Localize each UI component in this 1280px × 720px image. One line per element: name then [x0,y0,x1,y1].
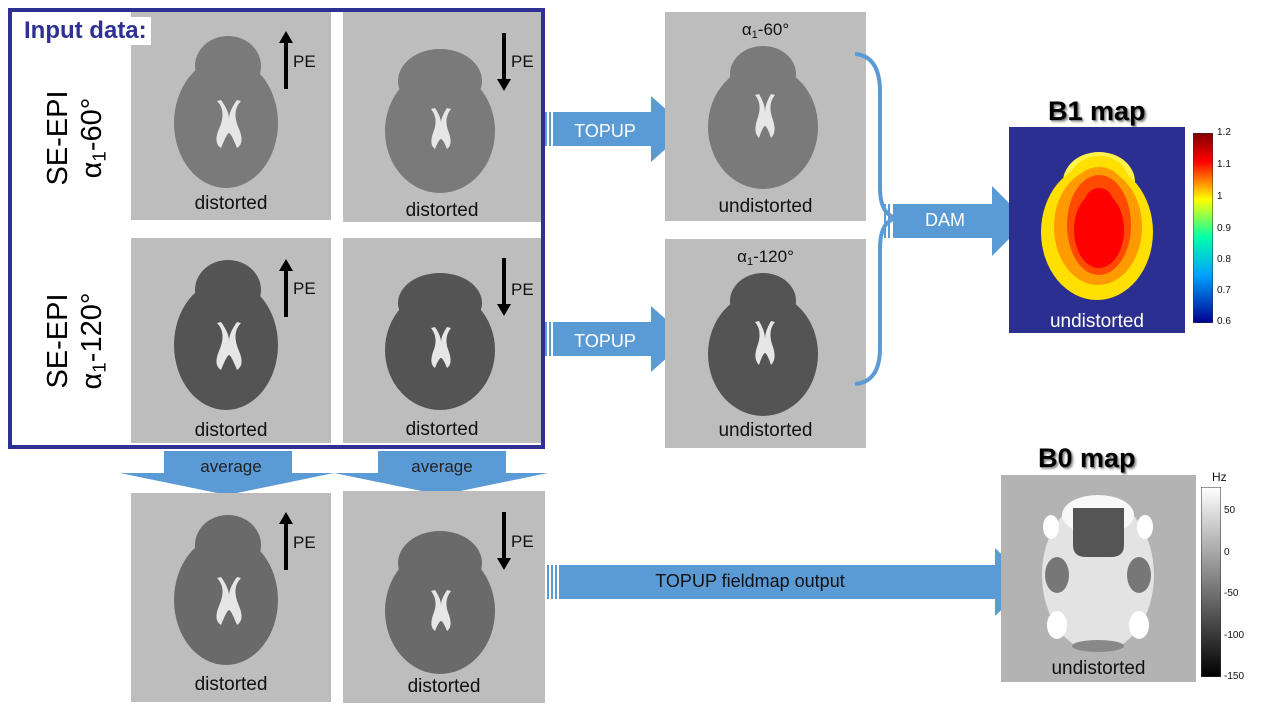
average-arrow-left [120,451,334,495]
b1-colorbar-tick: 0.7 [1217,285,1231,296]
panel-caption: distorted [194,420,268,441]
row-label-120-sequence: SE-EPI [42,293,74,389]
b0-colorbar-tick: -150 [1224,671,1245,682]
b1-colorbar-tick: 1 [1217,191,1223,202]
panel-caption: distorted [405,419,479,440]
undistorted-panel-60: α1-60° undistorted [665,12,866,221]
pe-label: PE [511,532,534,551]
panel-caption: distorted [405,200,479,221]
b1-heatmap [1041,152,1153,300]
head-image [174,260,278,410]
panel-caption: undistorted [718,196,813,217]
alpha-symbol: α [741,20,752,39]
b1-map-image: undistorted [1009,127,1185,333]
row-label-120-angle: α1-120° [75,261,117,421]
pe-down-arrow-icon [497,258,511,316]
b1-colorbar-tick: 1.1 [1217,159,1231,170]
b0-fieldmap [1042,495,1154,652]
b1-colorbar-tick: 0.9 [1217,223,1231,234]
head-image [708,273,818,416]
topup-label: TOPUP [574,121,636,141]
average-label: average [411,457,473,476]
pe-label: PE [293,533,316,552]
row-label-60-sequence: SE-EPI [42,90,74,186]
fieldmap-arrow [547,548,1031,616]
alpha-symbol: α [76,372,108,390]
image-panel-120-pe-up: distorted [131,238,331,443]
b0-map-title: B0 map [1038,443,1136,473]
panel-caption: undistorted [718,420,813,441]
b1-colorbar-tick: 0.6 [1217,316,1231,327]
b1-colorbar-tick: 1.2 [1217,127,1231,138]
image-panel-60-pe-down: distorted [343,11,541,222]
row-label-60: SE-EPI α1-60° [41,58,113,218]
angle-value: -60° [757,20,790,39]
pe-up-arrow-icon [279,31,293,89]
pe-up-arrow-icon [279,512,293,570]
panel-caption: distorted [194,674,268,695]
topup-arrow-60 [545,96,688,162]
head-image [174,36,278,188]
b1-map-title: B1 map [1048,96,1146,126]
pe-label: PE [511,52,534,71]
dam-arrow [884,186,1027,256]
pe-label: PE [293,279,316,298]
dam-label: DAM [925,210,965,230]
alpha-subscript: 1 [88,151,110,162]
undistorted-panel-120: α1-120° undistorted [665,239,866,448]
pe-label: PE [293,52,316,71]
row-label-60-angle: α1-60° [75,58,117,218]
b0-colorbar-tick: 50 [1224,505,1236,516]
b0-colorbar-tick: -100 [1224,630,1245,641]
undistorted-title-120: α1-120° [665,247,866,268]
head-image [708,46,818,189]
alpha-symbol: α [737,247,747,266]
average-arrow-right [334,451,548,495]
image-panel-60-pe-up: distorted [131,11,331,220]
panel-caption: undistorted [1049,311,1144,332]
alpha-symbol: α [76,161,108,179]
panel-caption: distorted [407,676,481,697]
head-image [385,49,495,193]
pe-up-arrow-icon [279,259,293,317]
b0-map-image: undistorted [1001,475,1196,682]
row-label-120: SE-EPI α1-120° [41,261,113,421]
panel-caption: undistorted [1051,658,1146,679]
head-image [174,515,278,665]
angle-value: -120° [76,292,108,363]
pe-down-arrow-icon [497,512,511,570]
average-label: average [200,457,262,476]
alpha-subscript: 1 [746,256,754,268]
pe-label: PE [511,280,534,299]
alpha-subscript: 1 [88,362,110,373]
topup-arrow-120 [545,306,688,372]
panel-caption: distorted [194,193,268,214]
topup-label: TOPUP [574,331,636,351]
averaged-panel-pe-down: distorted [343,491,545,703]
b0-colorbar-tick: -50 [1224,588,1239,599]
angle-value: -60° [76,97,108,152]
averaged-panel-pe-up: distorted [131,493,331,702]
b1-colorbar [1193,133,1213,323]
image-panel-120-pe-down: distorted [343,238,541,443]
alpha-subscript: 1 [751,29,758,41]
fieldmap-label: TOPUP fieldmap output [655,571,845,591]
pe-down-arrow-icon [497,33,511,91]
undistorted-title-60: α1-60° [665,20,866,41]
b0-colorbar [1201,487,1221,677]
input-data-box [8,8,545,449]
angle-value: -120° [753,247,794,266]
b1-colorbar-tick: 0.8 [1217,254,1231,265]
b0-colorbar-tick: 0 [1224,547,1230,558]
head-image [385,273,495,410]
head-image [385,531,495,674]
b0-colorbar-unit: Hz [1212,470,1227,484]
input-data-title: Input data: [20,17,151,45]
